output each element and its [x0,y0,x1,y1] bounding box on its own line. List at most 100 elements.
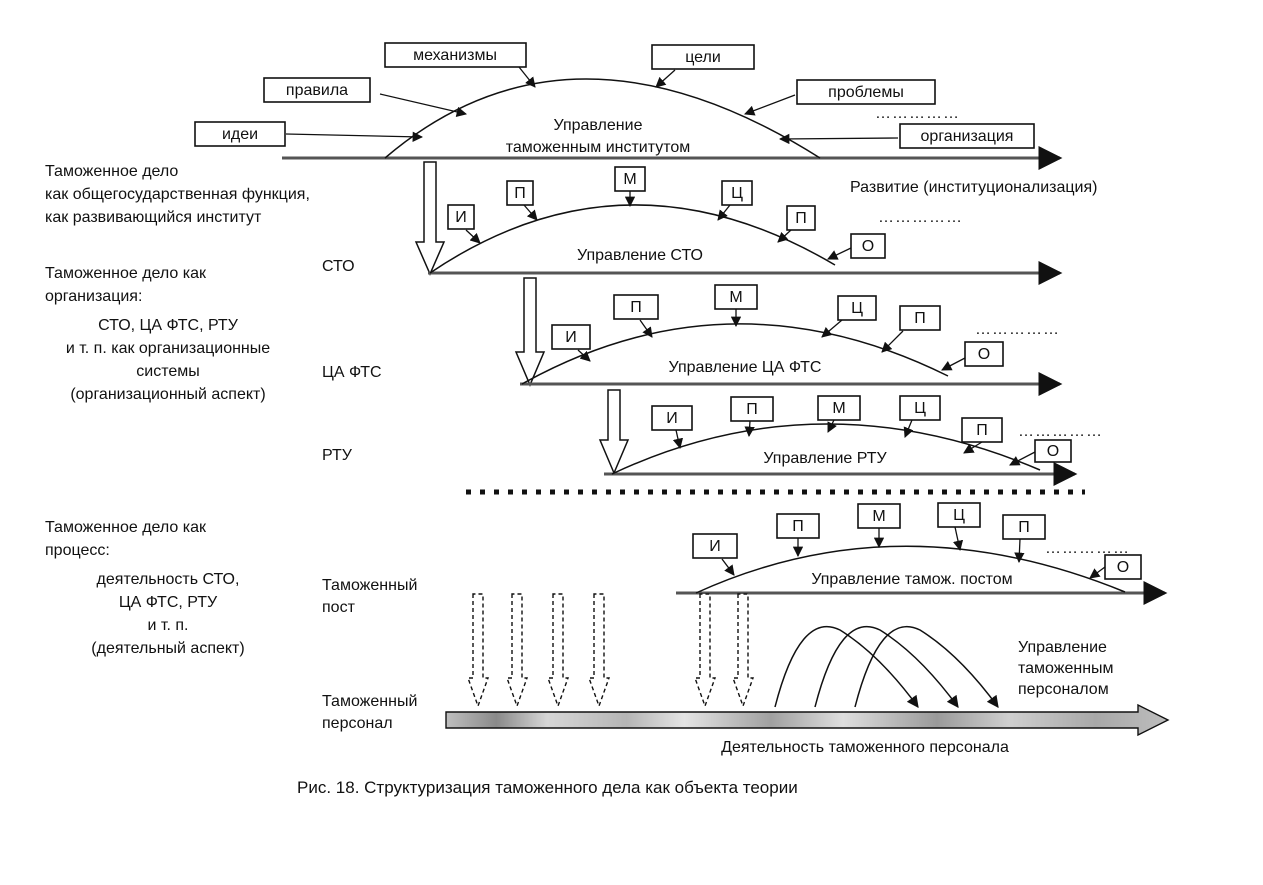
personnel-mgmt-line: персоналом [1018,681,1109,698]
dashed-hollow-arrow [694,593,716,709]
personnel-arc [854,625,999,708]
left-block-organization: Таможенное дело как организация: СТО, ЦА… [45,265,270,403]
letter-box-o: О [964,341,1004,367]
arrow-letter [465,229,481,244]
post-curve-label: Управление тамож. постом [811,571,1012,588]
personnel-mgmt-line: Управление [1018,639,1107,656]
arrow-organization [778,133,899,145]
svg-text:П: П [792,518,804,535]
letter-box-c: Ц [937,502,981,528]
input-box-rules: правила [263,77,371,103]
level-label-personnel-line: Таможенный [322,693,417,710]
hollow-arrow-down [598,389,630,475]
rtu-curve [611,423,1041,475]
arrow-letter [881,330,904,353]
letter-box-o: О [1104,554,1142,580]
arrow-letter [827,247,852,260]
level-label-sto: СТО [322,258,355,275]
arrow-letter [1089,566,1106,579]
letter-box-i: И [651,405,693,431]
arrow-letter [744,420,755,438]
left-text-line: Таможенное дело как [45,519,207,536]
dashed-hollow-arrow [547,593,569,709]
svg-text:организация: организация [921,128,1014,145]
left-text-line: Таможенное дело как [45,265,207,282]
arrow-letter [941,357,966,371]
dashed-hollow-arrow [732,593,754,709]
arrow-letter [903,419,914,438]
arrow-ideas [285,131,424,142]
letter-box-p: П [1002,514,1046,540]
left-text-line: (деятельный аспект) [91,640,244,657]
svg-text:О: О [862,238,874,255]
svg-text:Ц: Ц [914,400,926,417]
left-text-line: системы [136,363,199,380]
arrow-letter [577,349,591,362]
left-text-line: деятельность СТО, [97,571,240,588]
left-text-line: как общегосударственная функция, [45,186,310,203]
svg-text:правила: правила [286,82,348,99]
development-label: Развитие (институционализация) [850,179,1097,196]
input-box-ideas: идеи [194,121,286,147]
svg-text:Ц: Ц [731,185,743,202]
ellipsis: …………… [878,209,963,226]
ellipsis: …………… [875,105,960,122]
left-text-line: процесс: [45,542,110,559]
letter-box-c: Ц [837,295,877,321]
svg-text:И: И [565,329,577,346]
svg-text:О: О [1047,443,1059,460]
letter-box-p: П [730,396,774,422]
letter-box-o: О [1034,439,1072,463]
letter-box-i: И [692,533,738,559]
input-box-organization: организация [899,123,1035,149]
input-box-goals: цели [651,44,755,70]
personnel-arc [814,625,959,708]
svg-text:Ц: Ц [953,507,965,524]
letter-box-i: И [447,204,475,230]
svg-text:М: М [623,171,636,188]
arrow-letter [717,204,731,221]
dashed-hollow-arrow [588,593,610,709]
svg-text:О: О [978,346,990,363]
left-text-line: организация: [45,288,142,305]
personnel-activity-label: Деятельность таможенного персонала [721,739,1009,756]
left-block-process: Таможенное дело как процесс: деятельност… [45,519,245,657]
svg-text:Ц: Ц [851,300,863,317]
left-block-state-function: Таможенное дело как общегосударственная … [45,163,310,226]
letter-box-m: М [614,166,646,192]
letter-box-p: П [776,513,820,539]
sto-level: Управление СТО И П М Ц П …………… О [428,166,1063,285]
arrow-letter [721,558,735,576]
rtu-curve-label: Управление РТУ [763,450,887,467]
arrow-goals [655,69,676,88]
svg-text:И: И [709,538,721,555]
arrow-letter [777,229,792,243]
letter-box-p: П [613,294,659,320]
svg-text:П: П [1018,519,1030,536]
letter-box-p: П [961,417,1003,443]
institute-curve-label-line: Управление [554,117,643,134]
svg-text:О: О [1117,559,1129,576]
institute-level: Управление таможенным институтом Развити… [194,42,1097,196]
svg-text:П: П [746,401,758,418]
arrow-letter [963,441,983,454]
left-text-line: и т. п. [148,617,189,634]
post-level: Управление тамож. постом И П М Ц П ……………… [676,502,1168,605]
ca-fts-level: Управление ЦА ФТС И П М Ц П …………… О [520,284,1063,396]
letter-box-c: Ц [721,180,753,206]
arrow-letter [523,204,538,221]
arrow-letter [672,429,684,450]
letter-box-i: И [551,324,591,350]
ca-fts-curve-label: Управление ЦА ФТС [669,359,822,376]
arrow-letter [1009,451,1036,466]
svg-text:М: М [872,508,885,525]
left-text-line: (организационный аспект) [70,386,265,403]
left-text-line: и т. п. как организационные [66,340,270,357]
svg-text:П: П [514,185,526,202]
svg-text:П: П [795,210,807,227]
personnel-activity-arrow [445,703,1170,737]
arrow-mechanisms [518,66,536,88]
institute-curve-label-line: таможенным институтом [506,139,691,156]
ellipsis: …………… [1045,540,1130,557]
letter-box-o: О [850,233,886,259]
